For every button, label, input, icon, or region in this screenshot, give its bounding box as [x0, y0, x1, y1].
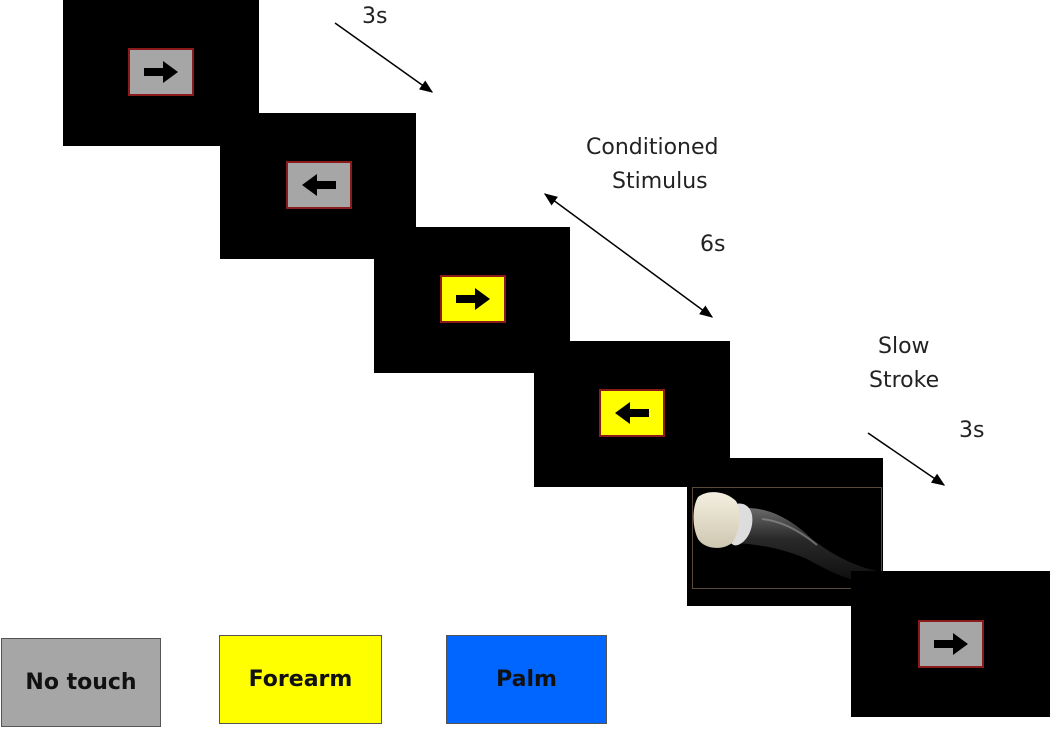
arrow-right-icon	[456, 288, 490, 310]
screen-6	[851, 571, 1050, 717]
brush-icon	[692, 487, 882, 589]
stroke-label-line1: Slow	[878, 334, 930, 359]
screen-1	[63, 0, 259, 146]
arrow-left-icon	[302, 174, 336, 196]
interval-label-1: 3s	[362, 4, 388, 29]
interval-arrow-1	[334, 22, 434, 93]
interval-arrow-stroke	[867, 432, 946, 486]
legend-forearm: Forearm	[219, 635, 382, 724]
interval-arrow-conditioned	[543, 193, 714, 318]
arrow-left-icon	[615, 402, 649, 424]
screen-4	[534, 341, 730, 487]
stroke-label-line2: Stroke	[869, 368, 940, 393]
conditioned-interval-label: 6s	[700, 232, 726, 257]
cue-yellow-left	[599, 389, 665, 437]
cue-gray-left	[286, 161, 352, 209]
cue-yellow-right	[440, 275, 506, 323]
cue-gray-right	[128, 48, 194, 96]
screen-5-brush	[687, 458, 883, 606]
legend-palm: Palm	[446, 635, 607, 724]
stroke-interval-label: 3s	[959, 418, 985, 443]
arrow-right-icon	[144, 61, 178, 83]
arrow-right-icon	[934, 633, 968, 655]
conditioned-label-line1: Conditioned	[586, 135, 719, 160]
cue-gray-right	[918, 620, 984, 668]
legend-no-touch: No touch	[1, 638, 161, 727]
conditioned-label-line2: Stimulus	[612, 169, 708, 194]
